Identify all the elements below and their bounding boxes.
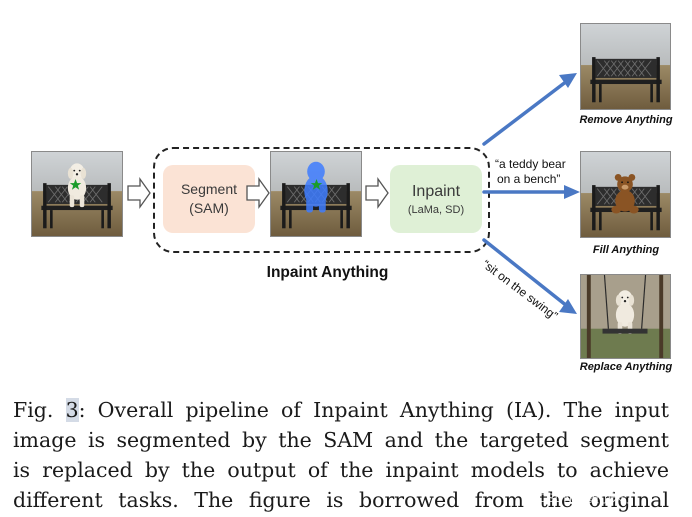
caption-line-4: different tasks. The figure is borrowed …	[13, 488, 669, 512]
pipeline-frame	[153, 147, 490, 253]
input-image	[31, 151, 123, 237]
inpaint-module: Inpaint (LaMa, SD)	[390, 165, 482, 233]
fill-prompt-line-2: on a bench”	[497, 172, 561, 186]
figure-caption: Fig. 3: Overall pipeline of Inpaint Anyt…	[13, 395, 669, 515]
inpaint-subtitle: (LaMa, SD)	[407, 203, 465, 216]
caption-line-1-text: : Overall pipeline of Inpaint Anything (…	[78, 398, 669, 422]
replace-anything-label: Replace Anything	[579, 361, 673, 373]
caption-fig-prefix: Fig.	[13, 398, 66, 422]
segment-subtitle: (SAM)	[189, 200, 229, 216]
remove-result-image	[580, 23, 671, 110]
fill-result-image	[580, 151, 671, 238]
watermark: CSDN @黄小米了	[538, 491, 636, 505]
fill-prompt: “a teddy bear on a bench”	[495, 157, 566, 187]
caption-line-1: Fig. 3: Overall pipeline of Inpaint Anyt…	[13, 395, 669, 425]
caption-line-3: is replaced by the output of the inpaint…	[13, 458, 669, 482]
flow-arrow-icon	[127, 176, 389, 210]
segmented-image	[270, 151, 362, 237]
inpaint-title: Inpaint	[411, 182, 461, 200]
caption-line-2: image is segmented by the SAM and the ta…	[13, 428, 669, 452]
segment-title: Segment	[180, 181, 238, 197]
pipeline-arrows	[127, 73, 580, 314]
fill-anything-label: Fill Anything	[592, 244, 660, 256]
fill-prompt-line-1: “a teddy bear	[495, 157, 566, 171]
remove-anything-label: Remove Anything	[579, 114, 673, 126]
replace-result-image	[580, 274, 671, 359]
caption-fig-number: 3	[65, 398, 79, 422]
figure-panel: Segment (SAM) Inpaint (LaMa, SD) Inpaint…	[10, 10, 684, 380]
pipeline-label: Inpaint Anything	[266, 264, 389, 281]
segment-module: Segment (SAM)	[163, 165, 255, 233]
